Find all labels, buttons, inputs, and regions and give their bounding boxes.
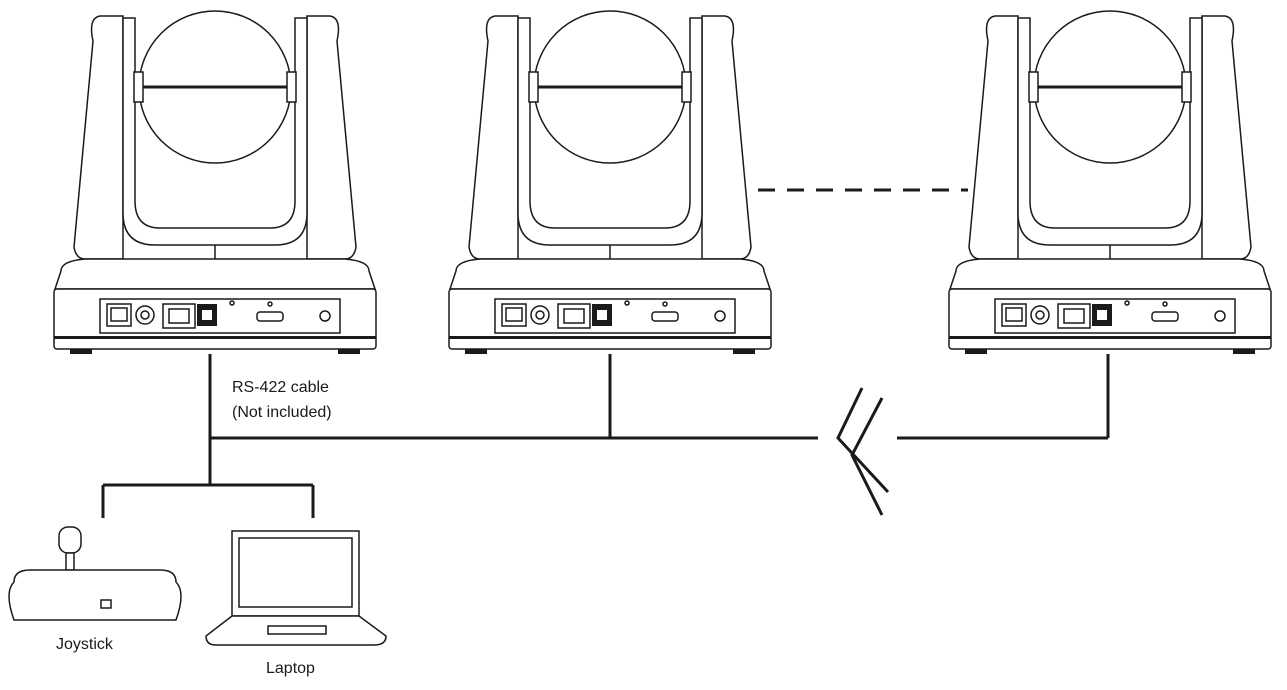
laptop-device: [205, 530, 387, 646]
ptz-camera-2: [447, 9, 773, 356]
ptz-camera-3: [947, 9, 1273, 356]
rs422-cable-lines: [101, 354, 1110, 518]
cable-label-line2: (Not included): [232, 404, 332, 421]
laptop-label: Laptop: [266, 660, 315, 677]
joystick-device: [8, 526, 182, 621]
cable-break-symbol: [836, 387, 890, 516]
joystick-label: Joystick: [56, 636, 113, 653]
cable-label-line1: RS-422 cable: [232, 379, 329, 396]
ptz-camera-1: [52, 9, 378, 356]
